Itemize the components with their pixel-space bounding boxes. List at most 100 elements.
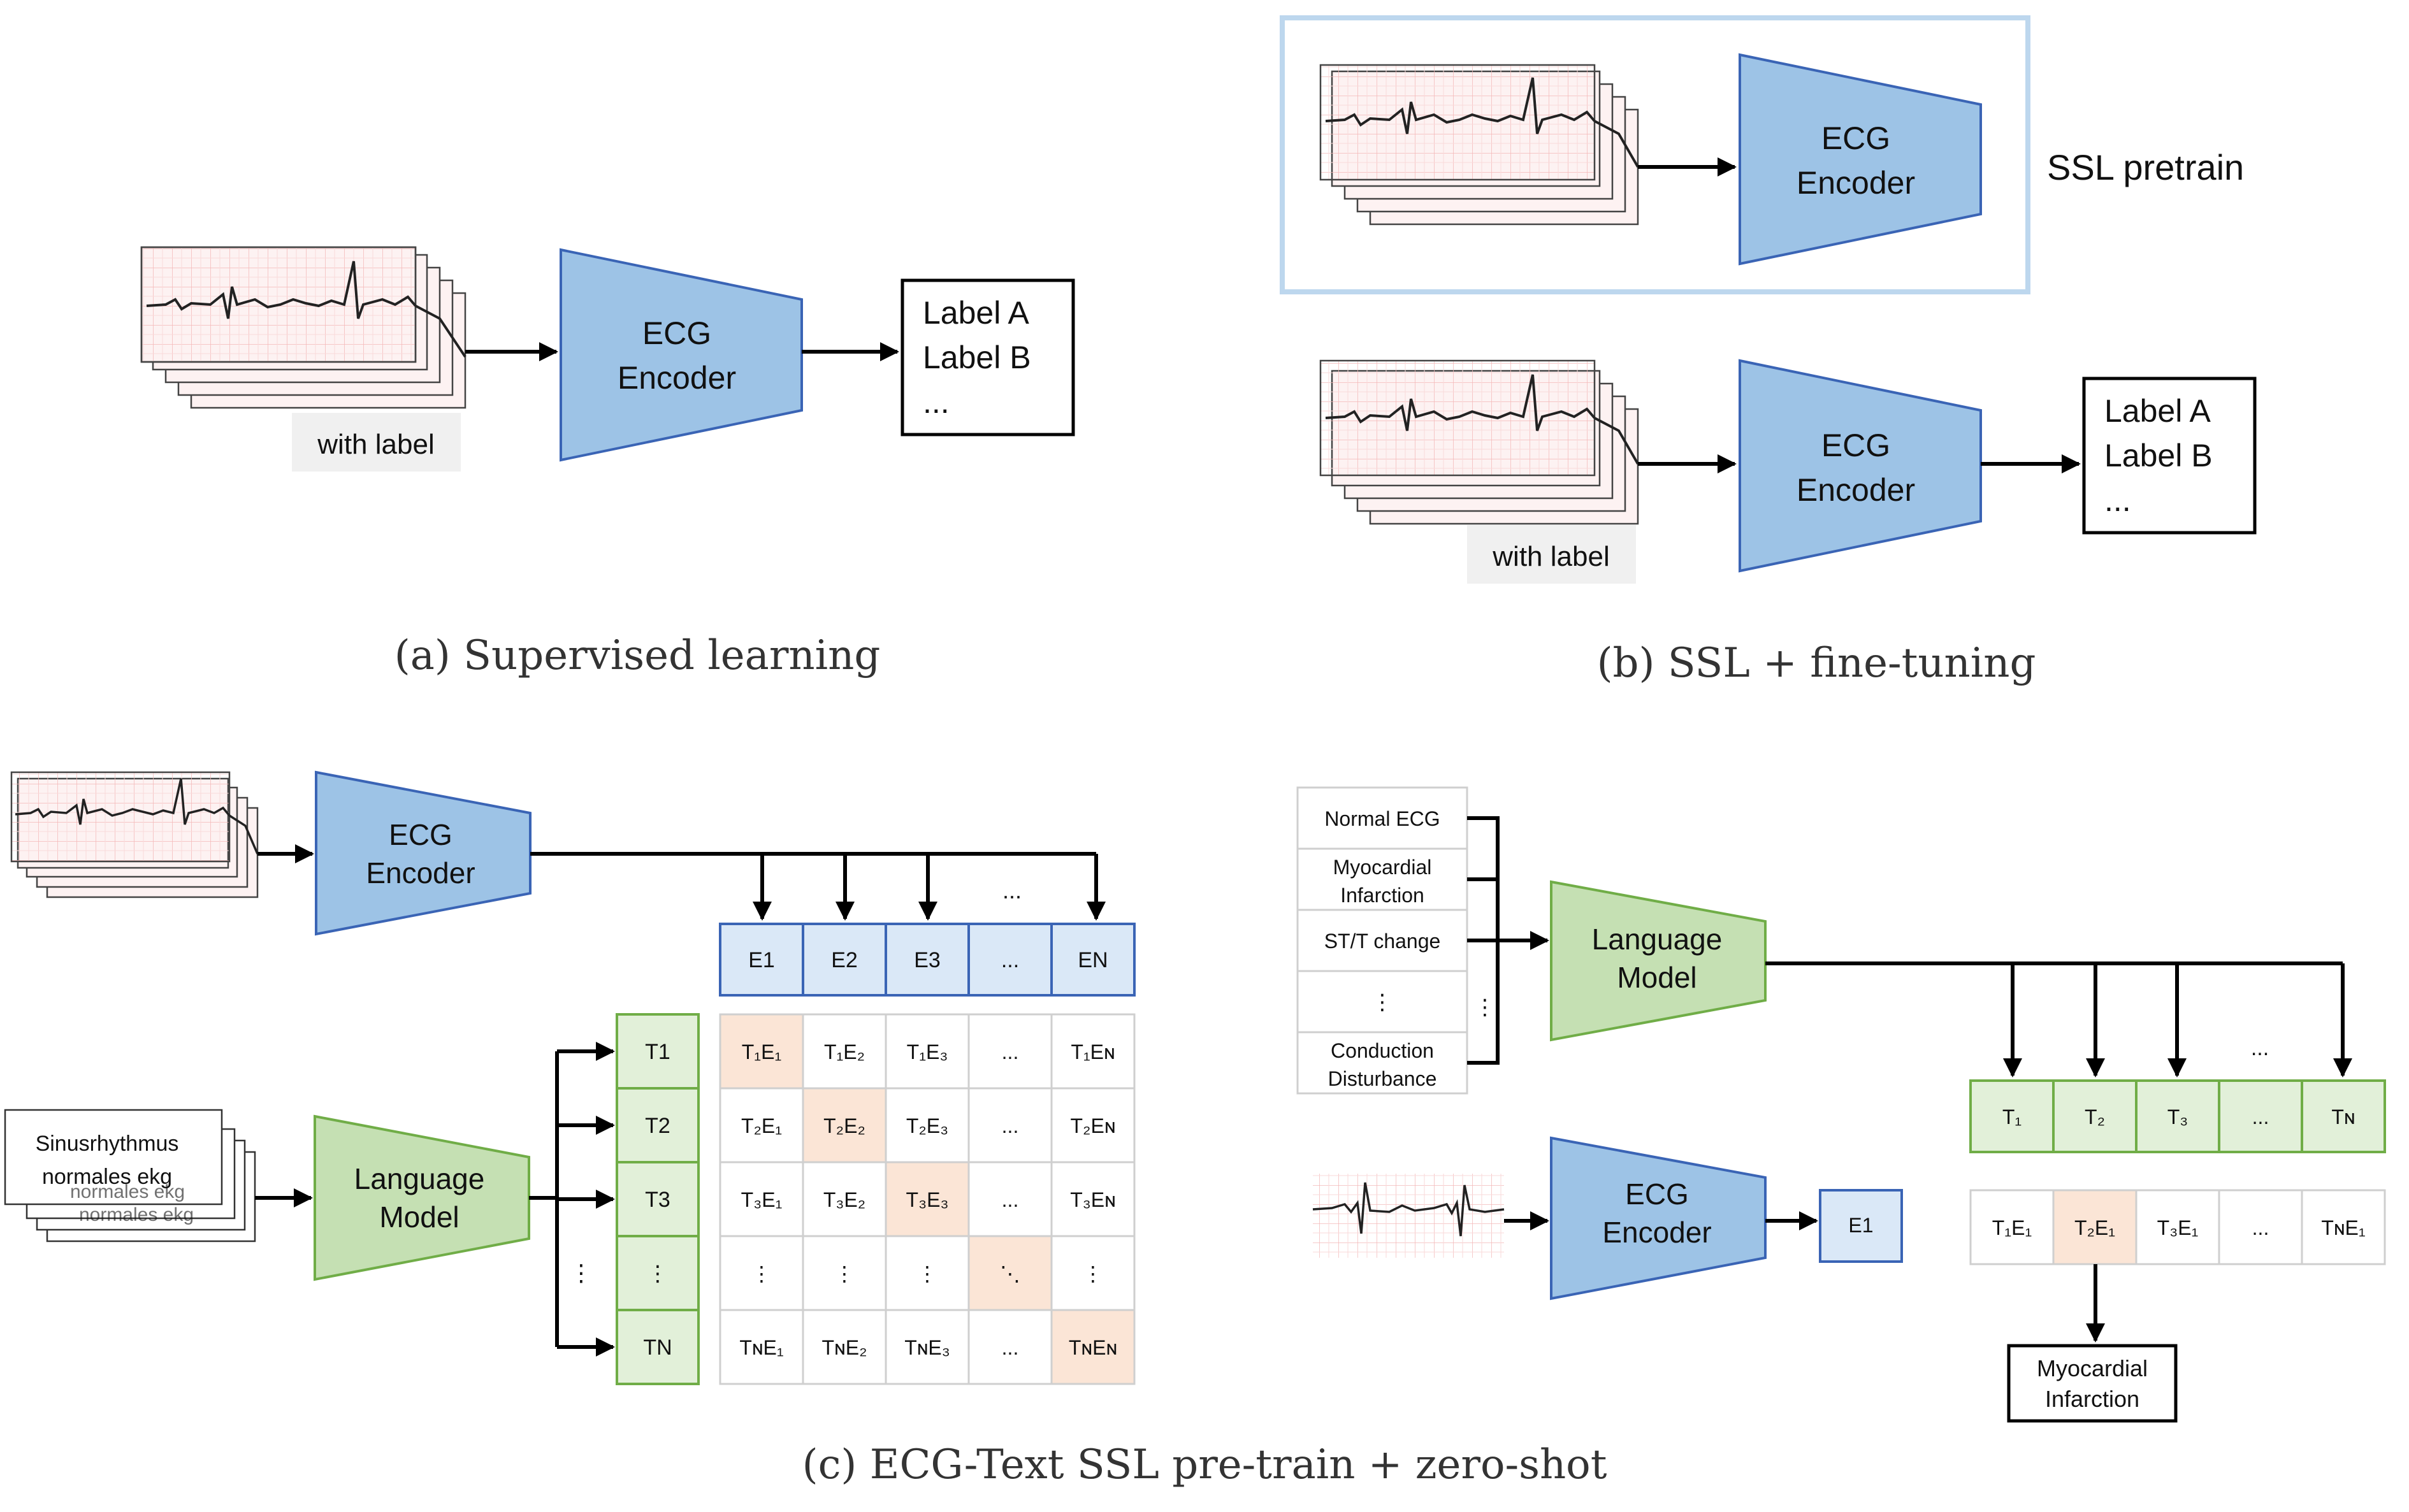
t-cell-d: [2052, 1079, 2138, 1153]
ecg-encoder-d: [1550, 1136, 1767, 1300]
matrix-cell: [885, 1013, 970, 1090]
caption-b: (b) SSL + fine-tuning: [1597, 640, 2036, 687]
matrix-cell: [967, 1235, 1053, 1311]
output-a-line2: Label B: [923, 340, 1031, 375]
output-b-line3: ...: [2104, 482, 2131, 518]
matrix-cell-label: T₁E₂: [824, 1040, 865, 1063]
matrix-cell: [1050, 1235, 1136, 1311]
ecg-encoder-b1: [1739, 53, 1982, 266]
ecg-encoder-c-label2: Encoder: [366, 856, 475, 889]
matrix-cell-label: TɴEɴ: [1069, 1336, 1117, 1359]
panel-b: ECG Encoder SSL pretrain with label ECG …: [1280, 15, 2257, 687]
with-label-box-a: [292, 413, 461, 472]
ecg-encoder-c: [315, 770, 532, 936]
category-mi-line2: Infarction: [1340, 884, 1424, 907]
ecg-stack-b2: [1319, 359, 1639, 525]
lm-d-label2: Model: [1617, 961, 1696, 994]
text-card-line2: normales ekg: [42, 1165, 172, 1189]
caption-c: (c) ECG-Text SSL pre-train + zero-shot: [802, 1441, 1607, 1488]
category-cd-line1: Conduction: [1331, 1039, 1434, 1062]
t-cell: [616, 1309, 700, 1385]
encoder-label-b2a: ECG: [1821, 428, 1890, 463]
category-cell: [1296, 909, 1468, 972]
matrix-cell-label: ⋮: [751, 1262, 772, 1285]
ecg-encoder-a: [560, 248, 803, 462]
ecg-stack-b1: [1319, 64, 1639, 226]
t-label-d: T₂: [2085, 1105, 2105, 1128]
score-cell-d: [2218, 1189, 2303, 1265]
matrix-cell-label: T₁Eɴ: [1071, 1040, 1115, 1063]
bracket-vdots: ⋮: [1474, 995, 1496, 1019]
matrix-cell-label: T₃E₁: [741, 1188, 783, 1211]
encoder-label-b2b: Encoder: [1797, 472, 1915, 508]
e-cell: [1050, 923, 1136, 997]
result-line2: Infarction: [2045, 1386, 2139, 1412]
matrix-cell-label: ...: [1002, 1114, 1019, 1137]
category-stt: ST/T change: [1324, 930, 1441, 953]
ecg-stack-c: [10, 771, 259, 898]
result-line1: Myocardial: [2037, 1355, 2148, 1381]
matrix-cell: [967, 1087, 1053, 1163]
e-cell: [719, 923, 804, 997]
matrix-cell: [802, 1013, 887, 1090]
matrix-cell-label: ...: [1002, 1336, 1019, 1359]
matrix-cell-label: TɴE₁: [739, 1336, 783, 1359]
output-box-b: [2082, 377, 2257, 535]
t-label-d: T₁: [2002, 1105, 2022, 1128]
matrix-cell-label: T₂E₃: [906, 1114, 948, 1137]
e1-cell-d: [1819, 1189, 1903, 1263]
matrix-cell-label: T₃E₂: [823, 1188, 865, 1211]
matrix-cell: [719, 1309, 804, 1385]
matrix-cell: [1050, 1309, 1136, 1385]
matrix-cell: [1050, 1087, 1136, 1163]
ecg-encoder-d-label2: Encoder: [1602, 1216, 1711, 1249]
t-label-d: T₃: [2167, 1105, 2188, 1128]
text-card: [4, 1109, 223, 1206]
matrix-cell: [967, 1013, 1053, 1090]
panel-a: with label ECG Encoder Label A Label B .…: [140, 246, 1075, 679]
caption-a: (a) Supervised learning: [394, 632, 881, 679]
matrix-cell-label: T₁E₁: [742, 1040, 781, 1063]
c-top-ellipsis: ...: [1002, 877, 1022, 904]
e-label: EN: [1078, 948, 1108, 972]
score-cell-d: [2135, 1189, 2220, 1265]
matrix-cell-label: ⋮: [1083, 1262, 1103, 1285]
panel-c: ECG Encoder ... E1 E2 E3 ... EN: [4, 770, 1607, 1488]
t-label: ⋮: [647, 1262, 669, 1286]
matrix-cell-label: ...: [1002, 1040, 1019, 1063]
lm-c-label2: Model: [379, 1200, 459, 1234]
ecg-encoder-c-label1: ECG: [389, 818, 452, 851]
ssl-pretrain-label: SSL pretrain: [2047, 147, 2244, 187]
score-label-d: T₁E₁: [1992, 1216, 2032, 1239]
e-label: E2: [831, 948, 858, 972]
e-row: E1 E2 E3 ... EN: [719, 923, 1136, 997]
ssl-pretrain-frame: [1280, 15, 2030, 294]
with-label-text-a: with label: [317, 429, 434, 460]
single-ecg: [1312, 1174, 1505, 1258]
t-column: T1 T2 T3 ⋮ TN: [616, 1013, 700, 1385]
t-cell-d: [2301, 1079, 2386, 1153]
t-label: TN: [643, 1336, 672, 1360]
encoder-label-b1a: ECG: [1821, 120, 1890, 156]
category-list: Normal ECG Myocardial Infarction ST/T ch…: [1296, 786, 1468, 1095]
ecg-stack-a: [140, 246, 467, 409]
matrix-cell: [802, 1309, 887, 1385]
c-left-vdots: ⋮: [570, 1260, 593, 1286]
e-label: E1: [748, 948, 775, 972]
matrix-cell: [719, 1235, 804, 1311]
panel-d: Normal ECG Myocardial Infarction ST/T ch…: [1296, 786, 2386, 1423]
language-model-d: [1550, 880, 1767, 1042]
output-a-line3: ...: [923, 384, 950, 420]
language-model-c: [314, 1114, 530, 1281]
e-cell: [967, 923, 1053, 997]
t-cell: [616, 1235, 700, 1311]
matrix-cell: [885, 1235, 970, 1311]
with-label-text-b: with label: [1492, 541, 1609, 572]
result-box: [2007, 1344, 2178, 1423]
category-mi-line1: Myocardial: [1333, 856, 1432, 879]
matrix-cell-label: ⋱: [1000, 1262, 1020, 1285]
encoder-label-a1: ECG: [642, 315, 711, 351]
score-cell-d: [1969, 1189, 2055, 1265]
